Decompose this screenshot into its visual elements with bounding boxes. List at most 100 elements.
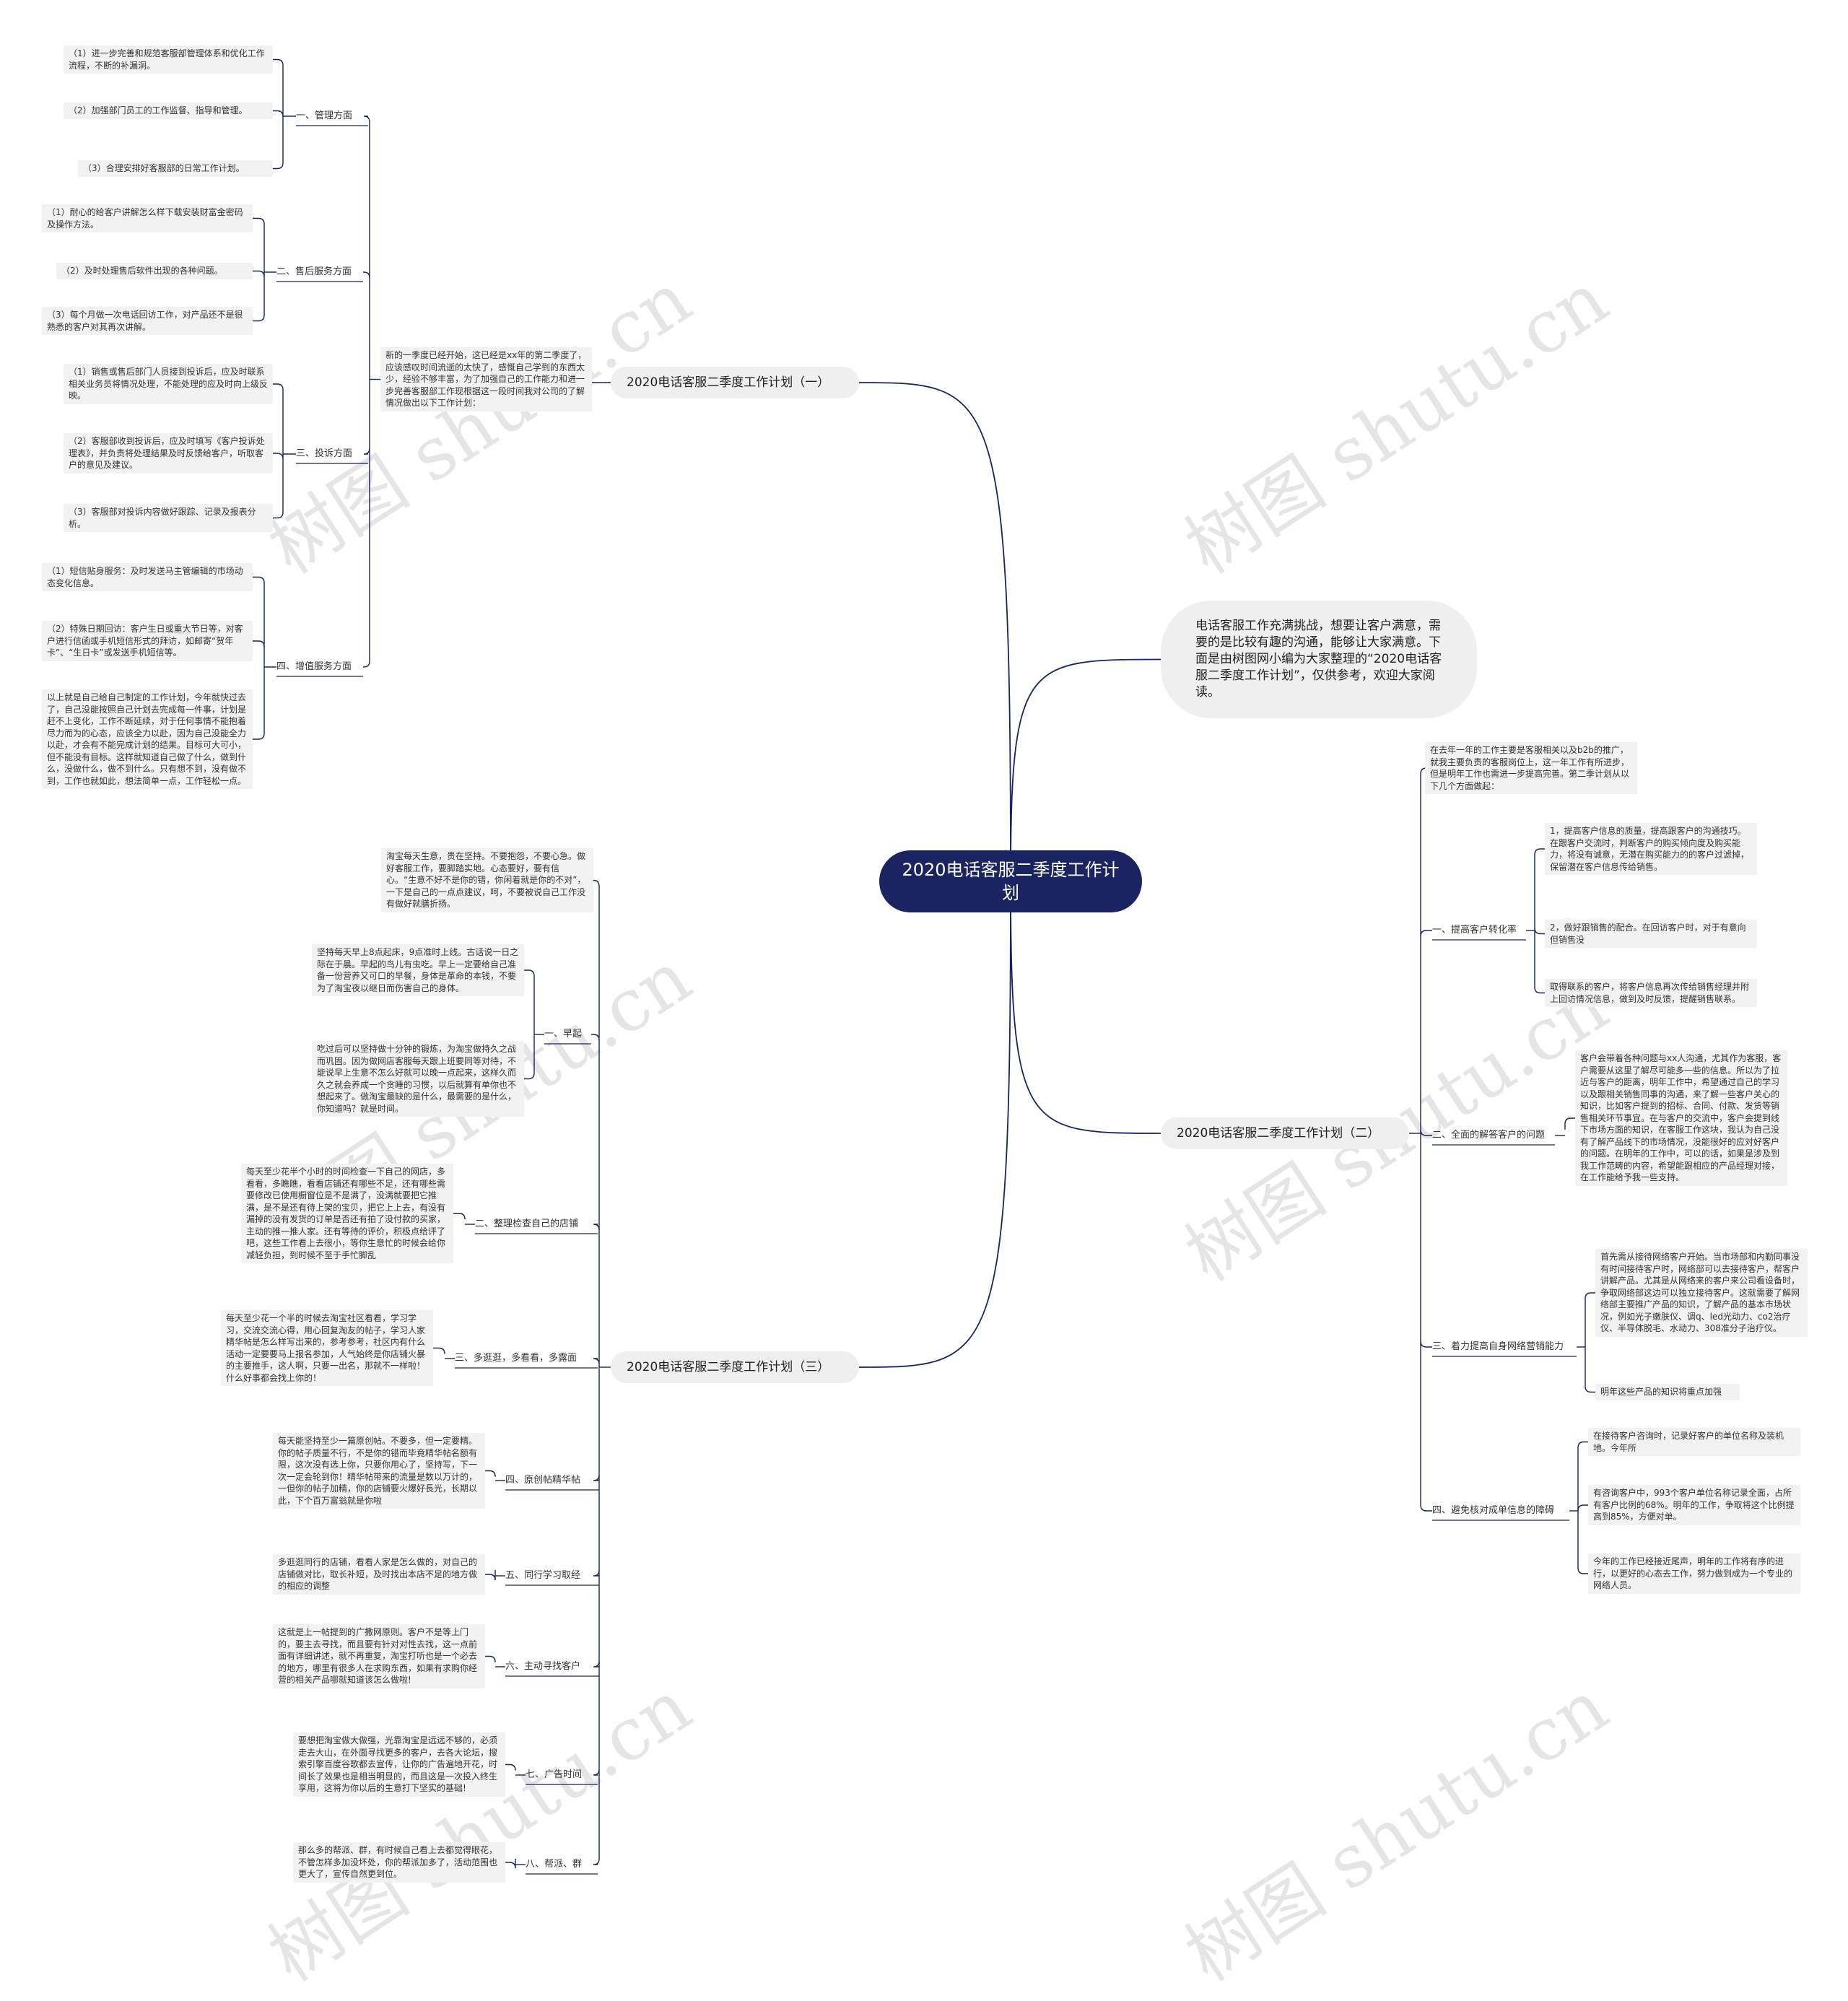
- plan-1-node[interactable]: 2020电话客服二季度工作计划（一）: [611, 367, 859, 398]
- connector: [1534, 848, 1545, 855]
- connector: [273, 383, 284, 391]
- plan-3-section-check-shop[interactable]: 二、整理检查自己的店铺: [475, 1219, 579, 1229]
- plan-1-item[interactable]: （2）客服部收到投诉后，应及时填写《客户投诉处理表》，并负责将处理结果及时反馈给…: [64, 433, 273, 474]
- connector-lines: [253, 58, 1595, 1875]
- connector: [273, 512, 284, 519]
- connector: [453, 1213, 466, 1220]
- plan-2-section-conversion[interactable]: 一、提高客户转化率: [1432, 925, 1517, 936]
- plan-1-section-management[interactable]: 一、管理方面: [296, 110, 353, 121]
- plan-1-summary[interactable]: 新的一季度已经开始，这已经是xx年的第二季度了，应该感叹时间流逝的太快了，感慨自…: [380, 347, 592, 411]
- connector: [1577, 1441, 1588, 1448]
- plan-3-section-browse-more[interactable]: 三、多逛逛，多看看，多露面: [455, 1353, 578, 1364]
- connector: [1585, 1292, 1595, 1299]
- plan-3-item[interactable]: 每天能坚持至少一篇原创帖。不要多，但一定要精。你的帖子质量不行，不是你的错而毕竟…: [273, 1433, 485, 1509]
- connector: [1577, 1567, 1588, 1574]
- plan-2-item[interactable]: 首先需从接待网络客户开始。当市场部和内勤同事没有时间接待客户时，网络部可以去接待…: [1595, 1249, 1808, 1337]
- connector: [253, 270, 265, 277]
- plan-2-item[interactable]: 有咨询客户中，993个客户单位名称记录全面，占所有客户比例的68%。明年的工作，…: [1588, 1485, 1800, 1525]
- plan-2-section-answer-questions[interactable]: 二、全面的解答客户的问题: [1432, 1130, 1546, 1141]
- plan-1-section-value-added[interactable]: 四、增值服务方面: [276, 661, 352, 672]
- plan-2-item[interactable]: 2，做好跟销售的配合。在回访客户时，对于有意向但销售没: [1545, 920, 1757, 948]
- plan-3-node[interactable]: 2020电话客服二季度工作计划（三）: [611, 1351, 859, 1383]
- connector: [253, 733, 265, 740]
- connector: [1010, 881, 1161, 1134]
- plan-2-section-network-marketing[interactable]: 三、着力提高自身网络营销能力: [1432, 1341, 1564, 1352]
- plan-3-item[interactable]: 每天至少花半个小时的时间检查一下自己的网店，多看看，多瞧瞧，看看店铺还有哪些不足…: [241, 1164, 453, 1263]
- connector: [1534, 987, 1545, 994]
- connector: [433, 1347, 445, 1354]
- plan-1-item[interactable]: （3）每个月做一次电话回访工作，对产品还不是很熟悉的客户对其再次讲解。: [42, 307, 253, 335]
- plan-2-item[interactable]: 1，提高客户信息的质量，提高跟客户的沟通技巧。在跟客户交流时，判断客户的购买倾向…: [1545, 823, 1757, 875]
- plan-1-item[interactable]: 以上就是自己给自己制定的工作计划，今年就快过去了，自己没能按照自己计划去完成每一…: [42, 689, 253, 789]
- plan-3-section-advertising[interactable]: 七、广告时间: [526, 1769, 583, 1780]
- plan-1-section-after-sales[interactable]: 二、售后服务方面: [276, 266, 352, 277]
- plan-3-section-peer-learning[interactable]: 五、同行学习取经: [505, 1570, 581, 1581]
- plan-2-summary[interactable]: 在去年一年的工作主要是客服相关以及b2b的推广，就我主要负责的客服岗位上，这一年…: [1425, 742, 1637, 794]
- connector: [273, 453, 284, 460]
- connector: [485, 1470, 496, 1477]
- plan-3-summary[interactable]: 淘宝每天生意，贵在坚持。不要抱怨，不要心急。做好客服工作，要脚踏实地。心态要好，…: [381, 848, 593, 912]
- connector: [1420, 1340, 1432, 1348]
- connector: [858, 881, 1011, 1368]
- plan-2-item[interactable]: 取得联系的客户，将客户信息再次传给销售经理并附上回访情况信息，做到及时反馈，提醒…: [1545, 979, 1757, 1007]
- plan-1-section-complaints[interactable]: 三、投诉方面: [296, 448, 353, 459]
- connector: [273, 162, 284, 170]
- connector: [485, 1574, 496, 1581]
- connector: [485, 1655, 496, 1662]
- plan-2-item[interactable]: 在接待客户咨询时，记录好客户的单位名称及装机地。今年所: [1588, 1428, 1800, 1456]
- connector: [593, 1474, 600, 1481]
- plan-2-item[interactable]: 客户会带着各种问题与xx人沟通，尤其作为客服，客户需要从这里了解尽可能多一些的信…: [1575, 1050, 1787, 1186]
- connector: [363, 661, 370, 668]
- connector: [1420, 1504, 1432, 1512]
- connector: [593, 1858, 600, 1865]
- connector: [1577, 1504, 1588, 1512]
- connector: [363, 115, 370, 123]
- connector: [1420, 1129, 1432, 1136]
- connector: [253, 640, 265, 648]
- plan-1-item[interactable]: （2）特殊日期回访：客户生日或重大节日等，对客户进行信函或手机短信形式的拜访，如…: [42, 621, 253, 661]
- plan-3-section-find-customers[interactable]: 六、主动寻找客户: [505, 1661, 581, 1672]
- connector: [524, 1073, 535, 1080]
- connector: [1534, 928, 1545, 935]
- connector: [591, 1034, 600, 1041]
- plan-3-section-groups[interactable]: 八、帮派、群: [526, 1859, 583, 1870]
- connector: [1420, 930, 1432, 937]
- connector: [593, 1769, 600, 1776]
- plan-3-item[interactable]: 吃过后可以坚持做十分钟的锻炼，为淘宝做持久之战而巩固。因为做网店客服每天跟上班要…: [312, 1041, 524, 1117]
- plan-2-item[interactable]: 今年的工作已经接近尾声，明年的工作将有序的进行，以更好的心态去工作，努力做到成为…: [1588, 1553, 1800, 1594]
- plan-3-item[interactable]: 这就是上一帖提到的广撒网原则。客户不是等上门的，要主去寻找，而且要有针对对性去找…: [273, 1624, 485, 1688]
- intro-note[interactable]: 电话客服工作充满挑战，想要让客户满意，需要的是比较有趣的沟通，能够让大家满意。下…: [1161, 601, 1477, 718]
- connector: [524, 969, 535, 977]
- connector: [363, 271, 370, 279]
- plan-3-section-early-rise[interactable]: 一、早起: [544, 1029, 583, 1039]
- plan-1-item[interactable]: （1）进一步完善和规范客服部管理体系和优化工作流程，不断的补漏洞。: [64, 45, 273, 74]
- plan-1-item[interactable]: （2）加强部门员工的工作监督、指导和管理。: [64, 103, 273, 119]
- plan-3-item[interactable]: 每天至少花一个半的时候去淘宝社区看看，学习学习，交流交流心得，用心回复淘友的帖子…: [221, 1310, 433, 1386]
- connector: [1564, 1117, 1575, 1125]
- connector: [505, 1764, 516, 1771]
- plan-1-item[interactable]: （3）合理安排好客服部的日常工作计划。: [78, 160, 273, 177]
- root-topic[interactable]: 2020电话客服二季度工作计划: [879, 850, 1142, 912]
- plan-3-item[interactable]: 多逛逛同行的店铺，看看人家是怎么做的，对自己的店铺做对比，取长补短，及时找出本店…: [273, 1554, 485, 1595]
- connector: [505, 1862, 516, 1869]
- connector: [253, 217, 265, 224]
- plan-1-item[interactable]: （1）耐心的给客户讲解怎么样下载安装财富金密码及操作方法。: [42, 204, 253, 232]
- connector: [273, 58, 284, 66]
- plan-2-node[interactable]: 2020电话客服二季度工作计划（二）: [1161, 1117, 1409, 1149]
- plan-1-item[interactable]: （1）短信贴身服务：及时发送马主管编辑的市场动态变化信息。: [42, 563, 253, 591]
- connector: [1010, 658, 1161, 882]
- plan-2-item[interactable]: 明年这些产品的知识将重点加强: [1595, 1384, 1740, 1400]
- plan-3-item[interactable]: 那么多的帮派、群，有时候自己看上去都觉得眼花，不管怎样多加没坏处，你的帮派加多了…: [293, 1842, 505, 1883]
- plan-1-item[interactable]: （3）客服部对投诉内容做好跟踪、记录及报表分析。: [64, 504, 273, 532]
- plan-3-item[interactable]: 坚持每天早上8点起床，9点准时上线。古话说一日之际在于晨。早起的鸟儿有虫吃。早上…: [312, 944, 524, 996]
- plan-2-section-order-info[interactable]: 四、避免核对成单信息的障碍: [1432, 1505, 1555, 1516]
- connector: [593, 1224, 600, 1231]
- connector: [253, 576, 265, 583]
- connector: [1585, 1386, 1595, 1393]
- plan-3-item[interactable]: 要想把淘宝做大做强，光靠淘宝是远远不够的，必须走去大山，在外面寻找更多的客户，去…: [293, 1732, 505, 1797]
- connector: [593, 879, 600, 886]
- connector: [858, 382, 1011, 882]
- plan-1-item[interactable]: （2）及时处理售后软件出现的各种问题。: [56, 263, 253, 279]
- plan-1-item[interactable]: （1）销售或售后部门人员接到投诉后，应及时联系相关业务员将情况处理，不能处理的应…: [64, 364, 273, 404]
- plan-3-section-original-posts[interactable]: 四、原创帖精华帖: [505, 1475, 581, 1486]
